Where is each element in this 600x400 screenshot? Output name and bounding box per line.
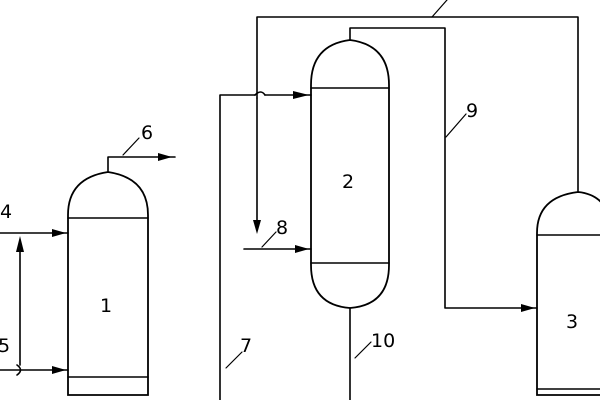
vessel-3: 3	[536, 191, 600, 396]
recycle-line	[256, 0, 579, 193]
stream-6: 6	[107, 122, 176, 173]
stream-7-label: 7	[240, 335, 252, 357]
vessel-2: 2	[310, 39, 390, 309]
stream-7: 7	[219, 91, 312, 400]
stream-8: 8	[243, 97, 312, 253]
stream-5-label: 5	[0, 335, 10, 357]
stream-5: 5	[0, 236, 69, 376]
stream-10-label: 10	[371, 330, 395, 352]
vessel-1-label: 1	[100, 295, 112, 317]
stream-10: 10	[349, 307, 395, 400]
vessel-1: 1	[67, 171, 149, 396]
stream-4-label: 4	[0, 201, 12, 223]
stream-9: 9	[349, 27, 538, 312]
stream-4: 4	[0, 201, 69, 237]
vessel-2-label: 2	[342, 171, 354, 193]
stream-9-label: 9	[466, 100, 478, 122]
stream-8-label: 8	[276, 217, 288, 239]
stream-6-label: 6	[141, 122, 153, 144]
vessel-3-label: 3	[566, 311, 578, 333]
